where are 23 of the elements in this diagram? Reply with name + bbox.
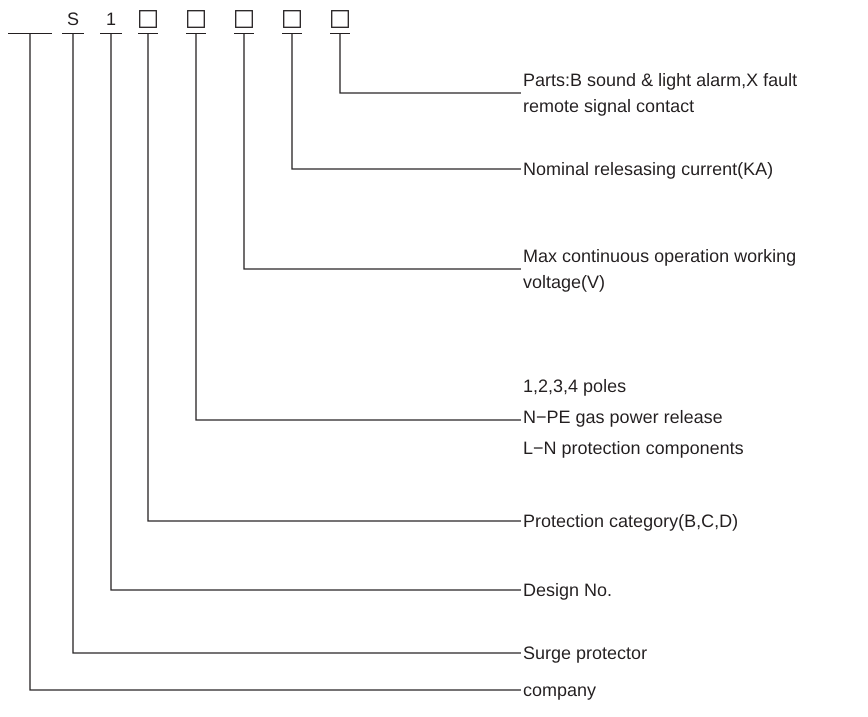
description-text: Surge protector: [523, 642, 648, 665]
leader-line: [110, 34, 521, 591]
leader-line: [339, 34, 521, 94]
description-text: Design No.: [523, 579, 614, 602]
description-text: Protection category(B,C,D): [523, 510, 740, 533]
leader-line: [243, 34, 521, 270]
description-text: L−N protection components: [523, 437, 745, 460]
description-text: Max continuous operation working voltage(V): [523, 245, 798, 294]
description-text: Parts:B sound & light alarm,X fault remote signal contact: [523, 69, 798, 118]
description-text: Nominal relesasing current(KA): [523, 158, 774, 181]
description-text: company: [523, 679, 598, 702]
description-text: 1,2,3,4 poles: [523, 375, 628, 398]
code-segment: [234, 8, 254, 34]
code-letter: S: [66, 9, 79, 29]
code-segment: [330, 8, 350, 34]
code-segment: [282, 8, 302, 34]
description-text: N−PE gas power release: [523, 406, 724, 429]
code-segment: [186, 8, 206, 34]
leader-line: [195, 34, 521, 421]
leader-line: [291, 34, 521, 170]
code-segment: [138, 8, 158, 34]
leader-line: [147, 34, 521, 522]
code-letter: 1: [106, 9, 116, 29]
